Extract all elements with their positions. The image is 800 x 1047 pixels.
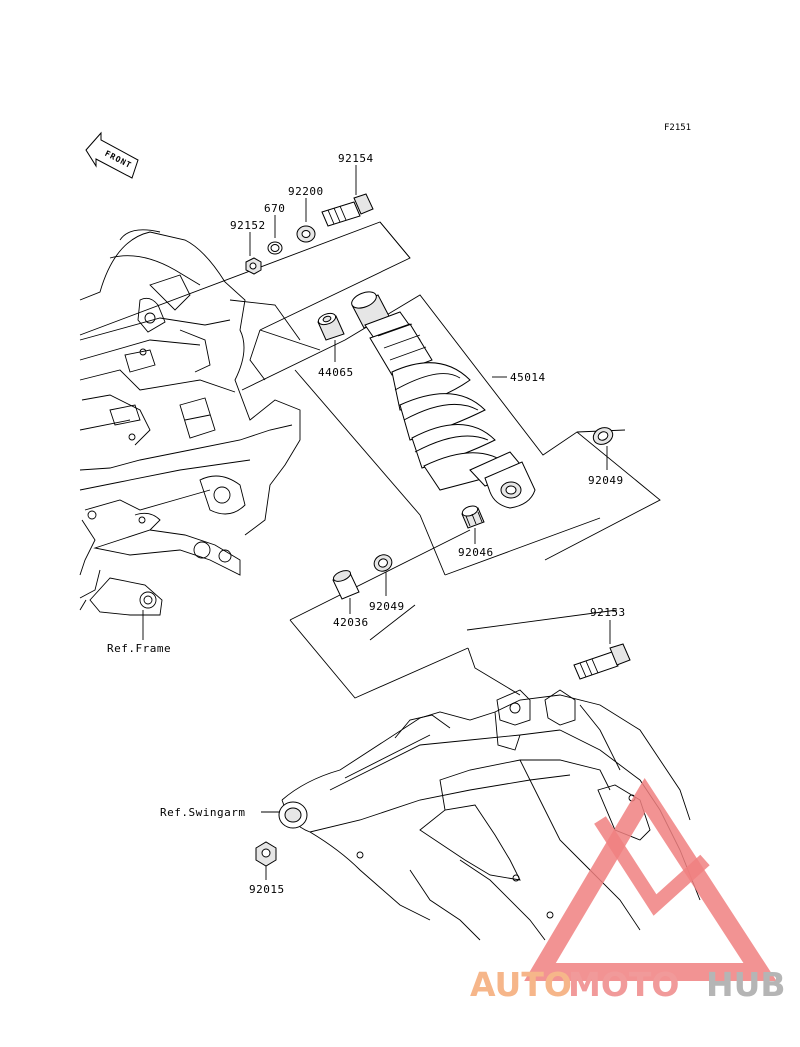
logo-text-auto: AUTO <box>470 965 572 1004</box>
part-label-44065: 44065 <box>318 366 354 379</box>
part-label-92046: 92046 <box>458 546 494 559</box>
frame-drawing <box>79 229 301 616</box>
part-label-92049-right: 92049 <box>588 474 624 487</box>
seal-92049-right <box>592 427 614 445</box>
part-label-92015: 92015 <box>249 883 285 896</box>
shock-absorber-45014 <box>351 291 536 509</box>
bolt-92153 <box>573 643 631 680</box>
nut-92015 <box>255 841 277 867</box>
part-label-92152: 92152 <box>230 219 266 232</box>
bearing-92046 <box>461 505 485 529</box>
o-ring-670 <box>267 241 283 255</box>
part-label-92153: 92153 <box>590 606 626 619</box>
ref-frame-label: Ref.Frame <box>107 642 171 655</box>
logo-text-hub: HUB <box>706 965 786 1004</box>
part-label-92049-center: 92049 <box>369 600 405 613</box>
seal-92049-center <box>373 554 393 572</box>
part-label-92200: 92200 <box>288 185 324 198</box>
part-label-92154: 92154 <box>338 152 374 165</box>
figure-code: F2151 <box>664 123 691 133</box>
nut-92152 <box>245 257 262 275</box>
part-label-670: 670 <box>264 202 285 215</box>
ref-swingarm-label: Ref.Swingarm <box>160 806 245 819</box>
part-label-42036: 42036 <box>333 616 369 629</box>
bushing-44065 <box>317 312 345 341</box>
bolt-92154 <box>321 193 374 227</box>
front-arrow-icon: FRONT <box>85 131 139 179</box>
automotohub-logo: AUTO MOTO HUB <box>470 777 786 1004</box>
collar-42036 <box>332 570 360 600</box>
washer-92200 <box>296 225 316 243</box>
swingarm-drawing <box>278 689 701 941</box>
logo-text-moto: MOTO <box>568 965 679 1004</box>
part-label-45014: 45014 <box>510 371 546 384</box>
